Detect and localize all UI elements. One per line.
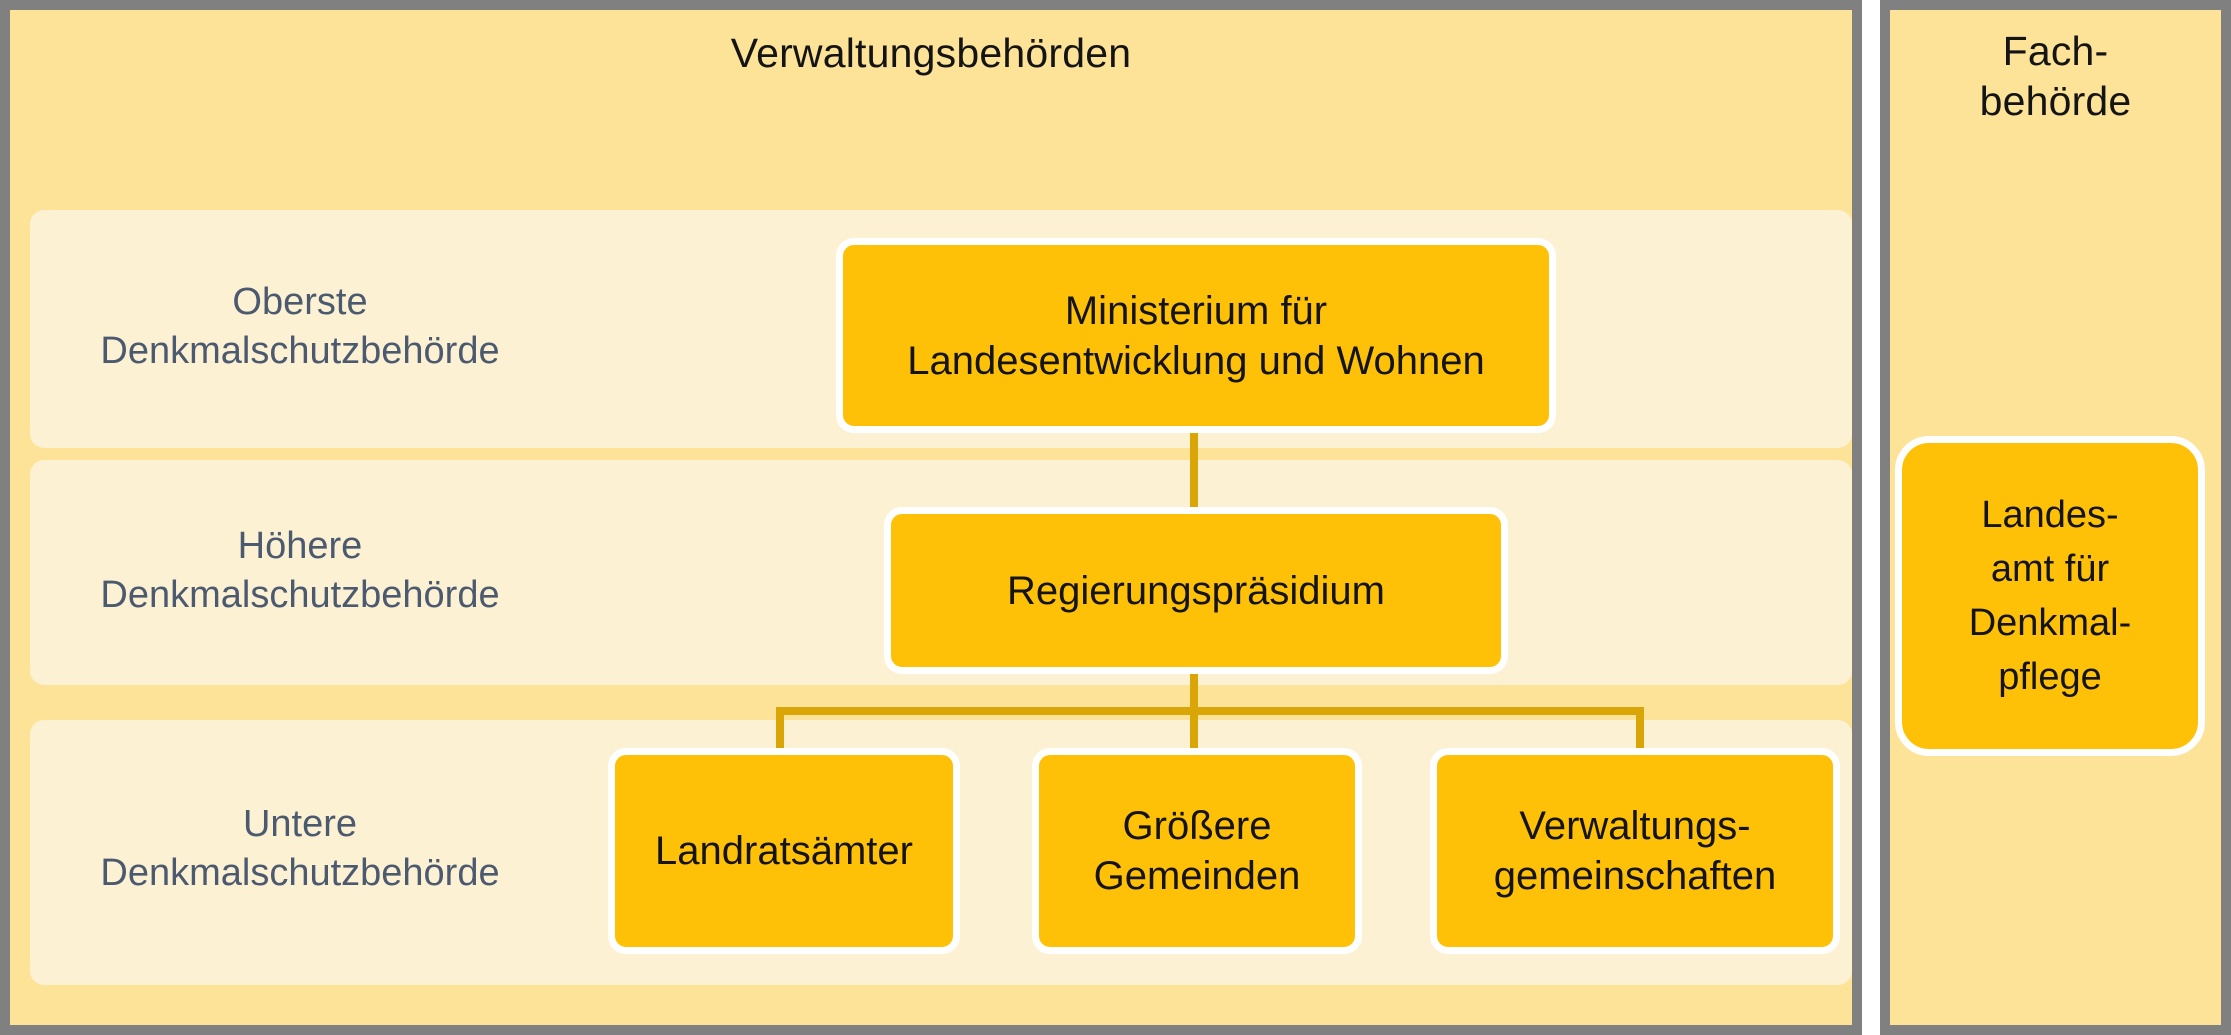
connector-ministerium-to-regierungspraesidium: [1190, 432, 1198, 510]
page-title: Verwaltungsbehörden: [730, 30, 1132, 76]
panel-verwaltungsbehoerden: Verwaltungsbehörden Oberste Denkmalschut…: [0, 0, 1862, 1035]
connector-horizontal-bus: [776, 707, 1644, 715]
node-regierungspraesidium[interactable]: Regierungspräsidium: [884, 507, 1508, 674]
panel-fachbehoerde-title: Fach- behörde: [1979, 28, 2132, 124]
tier-label-oberste: Oberste Denkmalschutzbehörde: [100, 281, 500, 372]
tier-label-untere: Untere Denkmalschutzbehörde: [100, 803, 500, 894]
connector-drop-landratsaemter: [776, 707, 784, 782]
connector-regierungspraesidium-down: [1190, 670, 1198, 780]
tier-label-hoehere: Höhere Denkmalschutzbehörde: [100, 525, 500, 616]
node-landesamt-fuer-denkmalpflege[interactable]: Landes- amt für Denkmal- pflege: [1895, 436, 2205, 756]
connector-drop-verwaltungsgemeinschaften: [1636, 707, 1644, 782]
node-verwaltungsgemeinschaften[interactable]: Verwaltungs- gemeinschaften: [1430, 748, 1840, 954]
node-groessere-gemeinden[interactable]: Größere Gemeinden: [1032, 748, 1362, 954]
node-ministerium-fuer-landesentwicklung-und-wohnen[interactable]: Ministerium für Landesentwicklung und Wo…: [836, 238, 1556, 433]
node-landratsaemter[interactable]: Landratsämter: [608, 748, 960, 954]
